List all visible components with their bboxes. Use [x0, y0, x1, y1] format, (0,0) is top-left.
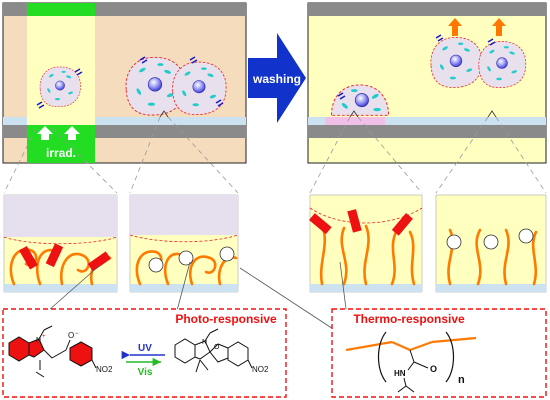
uv-label: UV [138, 343, 152, 354]
repeat-unit-n: n [458, 374, 465, 386]
cell-membrane [3, 236, 118, 245]
light-up-arrow-right [64, 126, 80, 140]
spiropyran-structure: N O NO2 [174, 328, 269, 374]
spiropyran-unit [148, 257, 164, 273]
merocyanine-structure: N + O − NO2 [8, 325, 113, 378]
merocyanine-unit [87, 251, 111, 272]
detaching-cell-left [430, 37, 483, 88]
rounded-cell-irradiated [39, 66, 81, 107]
extended-polymer-chains [447, 228, 538, 286]
spiropyran-unit [219, 246, 235, 262]
attached-cell-right [172, 61, 227, 116]
zoom-panel-merocyanine [3, 194, 118, 293]
merocyanine-nitro: NO2 [96, 365, 113, 374]
merocyanine-unit [309, 213, 332, 235]
zoom-guides [3, 116, 547, 194]
spiropyran-unit [518, 228, 534, 244]
cell-membrane [309, 207, 423, 224]
photo-switch-arrows: UV Vis [121, 343, 165, 378]
repeat-bracket-right [445, 331, 455, 383]
zoom-panel-spiropyran [129, 194, 239, 293]
light-up-arrow-left [37, 126, 53, 140]
vis-label: Vis [138, 367, 153, 378]
photo-responsive-box: Photo-responsive N + O − NO2 UV Vis [2, 308, 287, 398]
culture-panel-after [307, 2, 547, 164]
detach-arrow-left [448, 18, 462, 36]
amide-oxygen: O [430, 364, 437, 374]
merocyanine-unit [19, 245, 38, 270]
repeat-bracket-left [377, 331, 387, 383]
cell-membrane [129, 234, 239, 243]
amide-nh: HN [394, 369, 406, 378]
zoom-panel-extended-spiropyran [435, 194, 547, 293]
washing-arrow: washing [248, 33, 306, 123]
photo-responsive-title: Photo-responsive [175, 312, 277, 326]
atom-n: N [202, 339, 207, 346]
spiropyran-unit [483, 234, 499, 250]
irradiation-window [27, 125, 95, 163]
merocyanine-unit [347, 209, 362, 233]
spiropyran-nitro: NO2 [252, 365, 269, 374]
spiropyran-unit [178, 250, 194, 266]
atom-n: N [36, 337, 41, 344]
detached-cell-footprint [325, 117, 385, 125]
spiropyran-unit [446, 234, 462, 250]
thermo-responsive-box: Thermo-responsive O HN n [331, 308, 547, 398]
pnipam-structure: O HN n [345, 331, 477, 393]
thermo-responsive-title: Thermo-responsive [353, 312, 465, 326]
detaching-cell-right [478, 41, 527, 89]
polymer-layer-strip [3, 117, 246, 125]
merocyanine-unit [391, 213, 413, 236]
charge-plus: + [42, 334, 46, 340]
culture-panel-before: irrad. [2, 2, 247, 164]
washing-label: washing [252, 72, 301, 86]
merocyanine-unit [45, 243, 64, 268]
irradiation-label: irrad. [46, 146, 76, 160]
atom-o-minus: O [68, 331, 74, 340]
zoom-panel-extended-merocyanine [309, 194, 423, 293]
detach-arrow-right [492, 18, 506, 36]
charge-minus: − [75, 331, 79, 337]
irradiation-window-top [27, 3, 95, 16]
atom-o: O [214, 344, 220, 351]
